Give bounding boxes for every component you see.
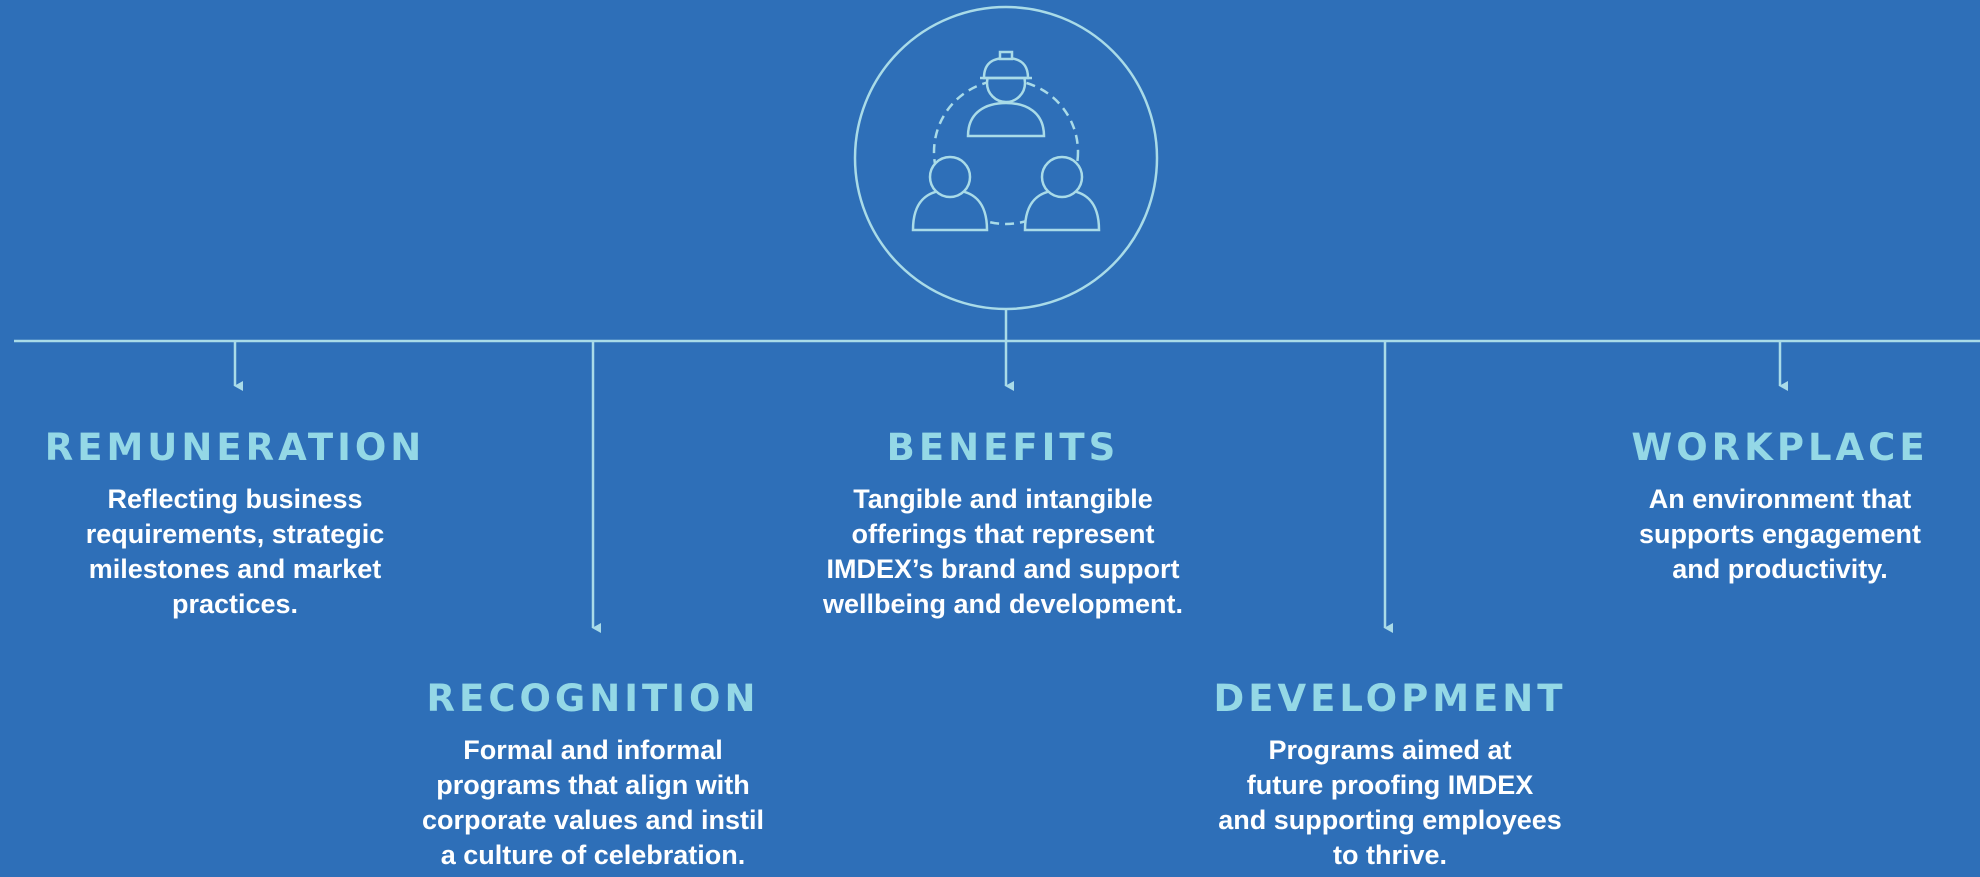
pillar-remuneration: REMUNERATION Reflecting business require…	[35, 426, 435, 622]
pillar-benefits: BENEFITS Tangible and intangible offerin…	[793, 426, 1213, 622]
description-line: milestones and market	[88, 554, 382, 584]
description-line: An environment that	[1648, 484, 1912, 514]
pillar-description: Tangible and intangible offerings that r…	[793, 482, 1213, 622]
description-line: and productivity.	[1672, 554, 1888, 584]
pillar-development: DEVELOPMENT Programs aimed at future pro…	[1180, 677, 1600, 873]
pillar-recognition: RECOGNITION Formal and informal programs…	[388, 677, 798, 873]
pillar-workplace: WORKPLACE An environment that supports e…	[1590, 426, 1970, 587]
description-line: and supporting employees	[1218, 805, 1562, 835]
pillar-description: Reflecting business requirements, strate…	[35, 482, 435, 622]
pillar-heading: REMUNERATION	[44, 426, 426, 469]
description-line: Reflecting business	[107, 484, 363, 514]
description-line: Formal and informal	[463, 735, 723, 765]
pillar-heading: DEVELOPMENT	[1213, 677, 1567, 720]
description-line: supports engagement	[1638, 519, 1922, 549]
description-line: programs that align with	[436, 770, 750, 800]
team-people-icon	[853, 5, 1159, 311]
description-line: requirements, strategic	[85, 519, 385, 549]
description-line: a culture of celebration.	[440, 840, 746, 870]
pillar-description: Programs aimed at future proofing IMDEX …	[1180, 733, 1600, 873]
pillar-description: An environment that supports engagement …	[1590, 482, 1970, 587]
description-line: Programs aimed at	[1268, 735, 1512, 765]
description-line: IMDEX’s brand and support	[826, 554, 1180, 584]
description-line: wellbeing and development.	[822, 589, 1184, 619]
pillar-heading: WORKPLACE	[1631, 426, 1929, 469]
description-line: to thrive.	[1332, 840, 1447, 870]
description-line: Tangible and intangible	[853, 484, 1153, 514]
description-line: offerings that represent	[851, 519, 1155, 549]
pillar-heading: BENEFITS	[886, 426, 1120, 469]
description-line: corporate values and instil	[421, 805, 765, 835]
description-line: practices.	[171, 589, 299, 619]
pillar-description: Formal and informal programs that align …	[388, 733, 798, 873]
pillar-heading: RECOGNITION	[426, 677, 760, 720]
description-line: future proofing IMDEX	[1246, 770, 1534, 800]
